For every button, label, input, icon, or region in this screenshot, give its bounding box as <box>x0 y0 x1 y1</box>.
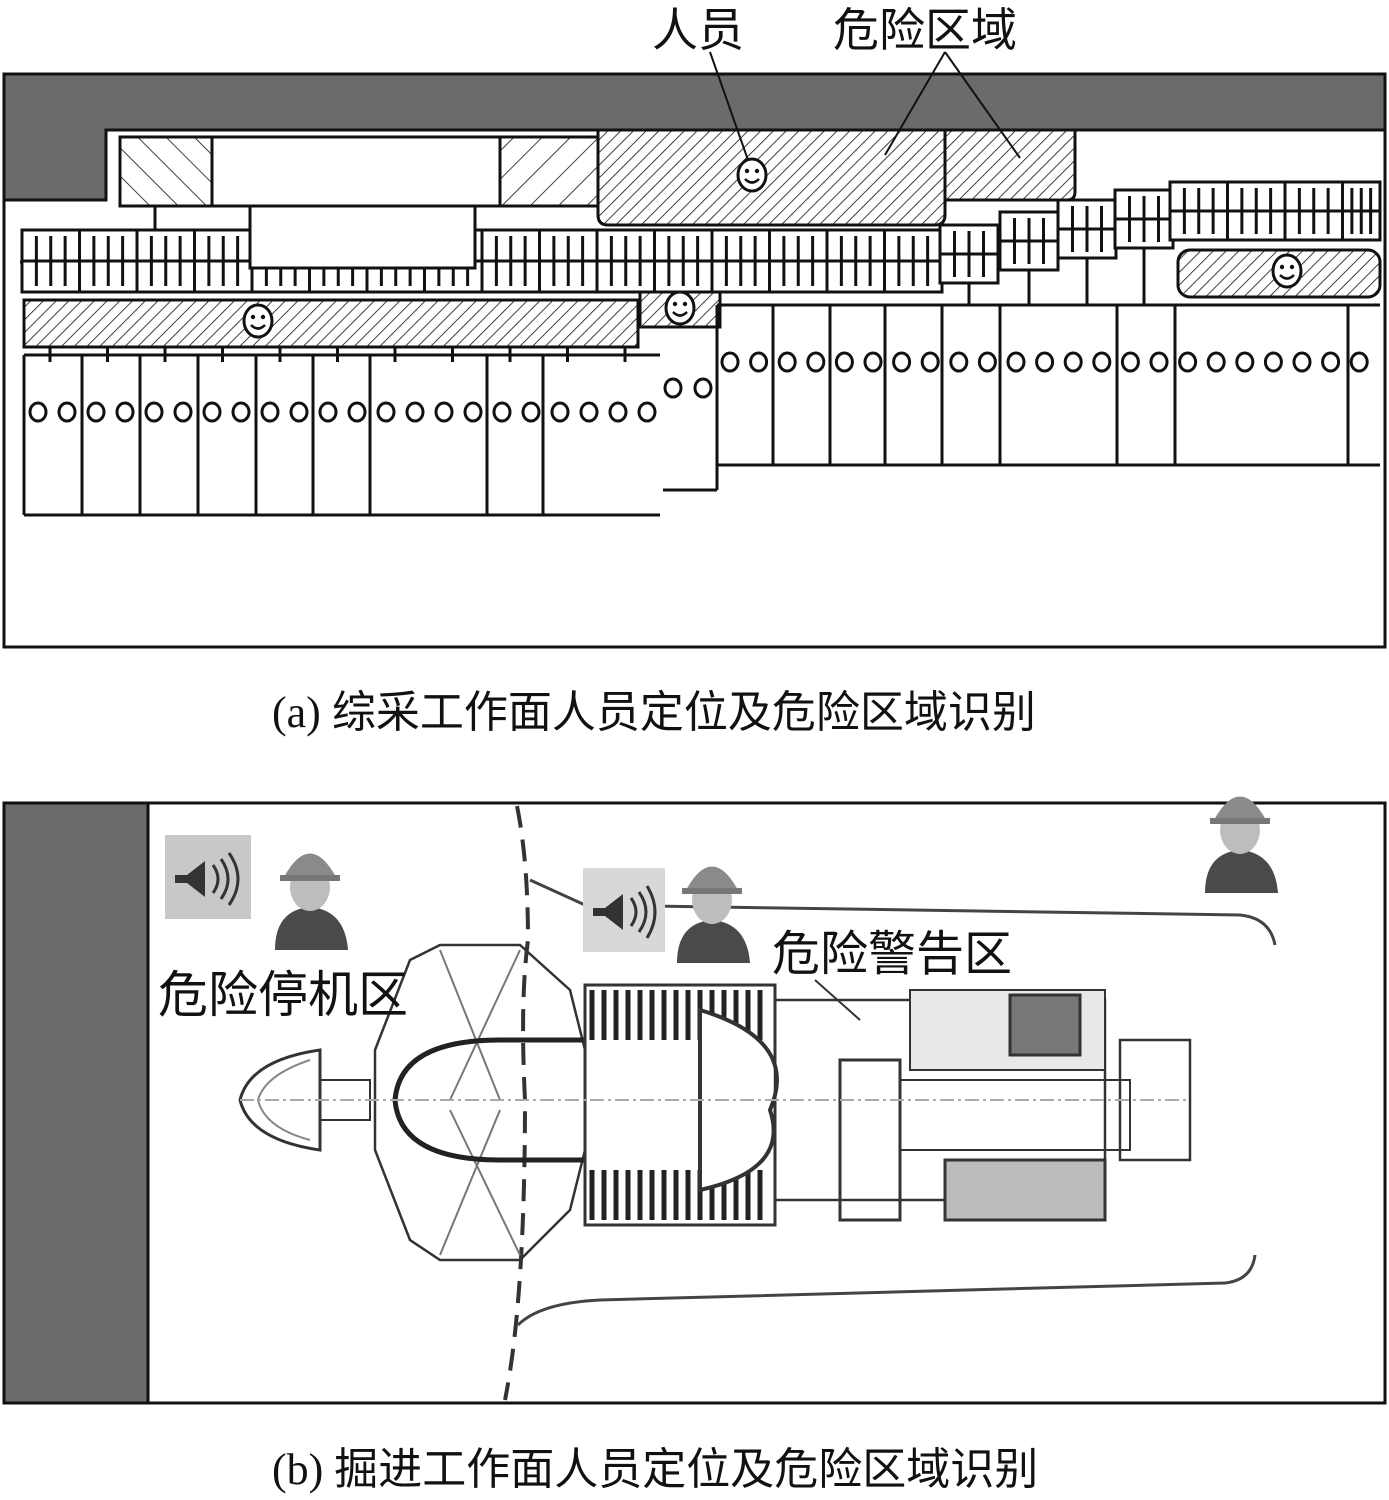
pan-marker <box>405 401 425 423</box>
danger-zone-shearer <box>596 128 947 227</box>
pan-marker <box>28 401 48 423</box>
pan-marker <box>231 401 251 423</box>
alarm-speaker-icon <box>165 835 251 919</box>
pan-marker <box>637 401 657 423</box>
worker-icon <box>1205 796 1278 893</box>
pan-marker <box>834 351 854 373</box>
pan-marker <box>1178 351 1198 373</box>
warning-zone-boundary-bottom <box>516 1254 1257 1327</box>
leader-lines <box>709 51 1021 161</box>
danger-zone-walkway <box>22 298 640 349</box>
pan-marker <box>492 401 512 423</box>
pan-marker <box>1063 351 1083 373</box>
person-smiley-icon <box>664 290 696 326</box>
pan-marker <box>521 401 541 423</box>
pan-marker <box>1263 351 1283 373</box>
pan-marker <box>1149 351 1169 373</box>
panel-b-roadway: 危险停机区 危险警告区 (b) 掘进工作面人员定位及危险区域识别 <box>2 796 1387 1494</box>
pan-marker <box>57 401 77 423</box>
alarm-speaker-icon <box>583 868 665 952</box>
pan-marker <box>977 351 997 373</box>
pan-marker <box>806 351 826 373</box>
label-warning-zone: 危险警告区 <box>772 926 1012 982</box>
label-person: 人员 <box>652 3 744 57</box>
pan-marker <box>260 401 280 423</box>
pan-marker <box>318 401 338 423</box>
coal-wall <box>2 72 1387 202</box>
pan-marker <box>347 401 367 423</box>
person-markers <box>242 157 1303 339</box>
pan-marker <box>1321 351 1341 373</box>
worker-icon <box>275 853 348 950</box>
roadheader-machine <box>238 943 1192 1262</box>
warning-zone-boundary-top <box>529 878 1277 946</box>
pan-marker <box>1006 351 1026 373</box>
label-danger-zone: 危险区域 <box>833 3 1017 57</box>
pan-marker <box>115 401 135 423</box>
workers <box>275 796 1278 963</box>
pan-marker <box>1349 351 1369 373</box>
pan-marker <box>463 401 483 423</box>
pan-marker <box>550 401 570 423</box>
person-smiley-icon <box>736 157 768 193</box>
pan-marker <box>173 401 193 423</box>
pan-marker <box>1235 351 1255 373</box>
pan-marker <box>86 401 106 423</box>
pan-marker <box>749 351 769 373</box>
pan-marker <box>777 351 797 373</box>
warning-leader-line <box>814 979 861 1021</box>
caption-a: (a) 综采工作面人员定位及危险区域识别 <box>272 688 1036 737</box>
pan-marker <box>1092 351 1112 373</box>
pan-marker <box>920 351 940 373</box>
caption-b: (b) 掘进工作面人员定位及危险区域识别 <box>272 1445 1038 1494</box>
danger-zone-drum <box>943 128 1077 202</box>
pan-marker <box>693 377 713 399</box>
worker-icon <box>677 866 750 963</box>
pan-marker <box>720 351 740 373</box>
stop-zone-boundary <box>503 805 531 1401</box>
pan-marker <box>663 377 683 399</box>
pan-marker <box>1035 351 1055 373</box>
panel-a-longwall: 人员 危险区域 (a) 综采工作面人员定位及危险区域识别 <box>2 3 1387 737</box>
pan-marker <box>892 351 912 373</box>
pan-marker <box>434 401 454 423</box>
pan-marker <box>579 401 599 423</box>
pan-marker <box>1120 351 1140 373</box>
pan-marker <box>1206 351 1226 373</box>
person-smiley-icon <box>1271 253 1303 289</box>
pan-marker <box>376 401 396 423</box>
shearer <box>118 135 600 230</box>
label-stop-zone: 危险停机区 <box>158 966 408 1024</box>
pan-marker <box>608 401 628 423</box>
pan-marker <box>863 351 883 373</box>
person-smiley-icon <box>242 303 274 339</box>
pan-marker <box>1292 351 1312 373</box>
pan-marker <box>289 401 309 423</box>
pan-marker <box>949 351 969 373</box>
conveyor-pans <box>22 303 1380 517</box>
heading-face <box>2 801 150 1405</box>
pan-marker <box>202 401 222 423</box>
pan-marker <box>144 401 164 423</box>
shearer-body <box>248 204 477 270</box>
